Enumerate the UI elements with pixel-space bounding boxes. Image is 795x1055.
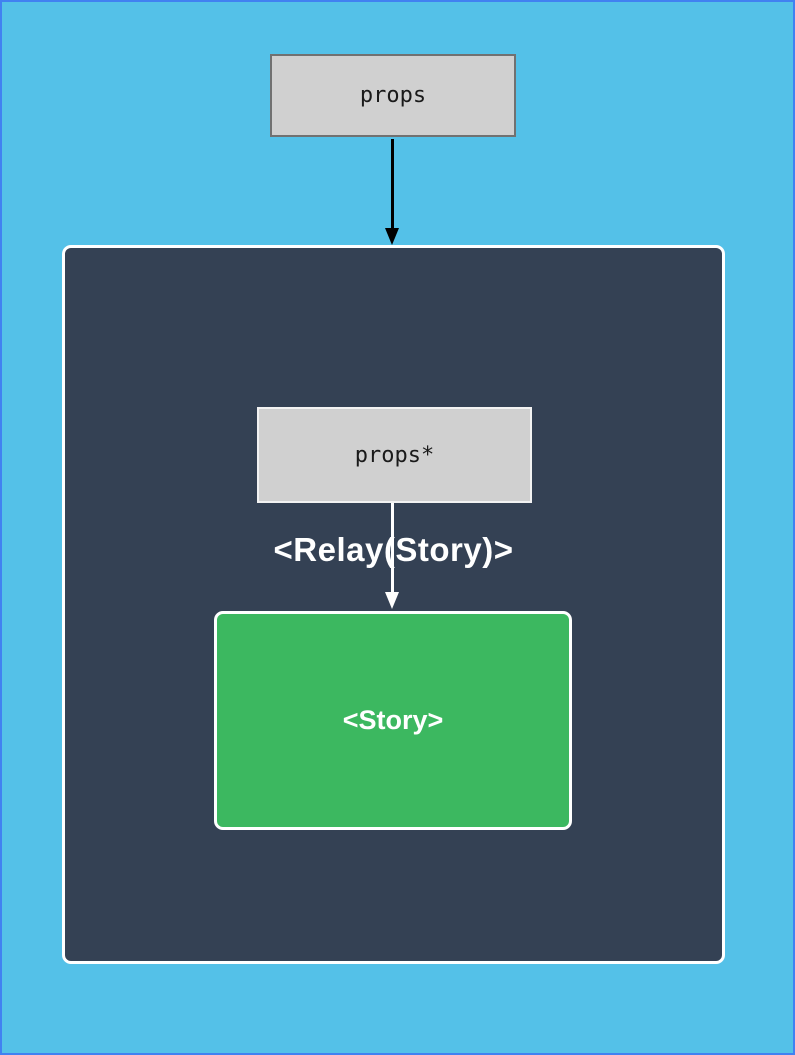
story-node-label: <Story> xyxy=(342,705,444,735)
props-node: props xyxy=(270,54,516,137)
arrow-head-icon xyxy=(385,592,399,609)
story-node: <Story> xyxy=(214,611,572,830)
arrow-head-icon xyxy=(385,228,399,245)
props-star-node: props* xyxy=(257,407,532,503)
props-node-label: props xyxy=(359,83,427,108)
props-star-node-label: props* xyxy=(354,442,435,468)
arrow-shaft xyxy=(391,503,394,593)
arrow-shaft xyxy=(391,139,394,230)
